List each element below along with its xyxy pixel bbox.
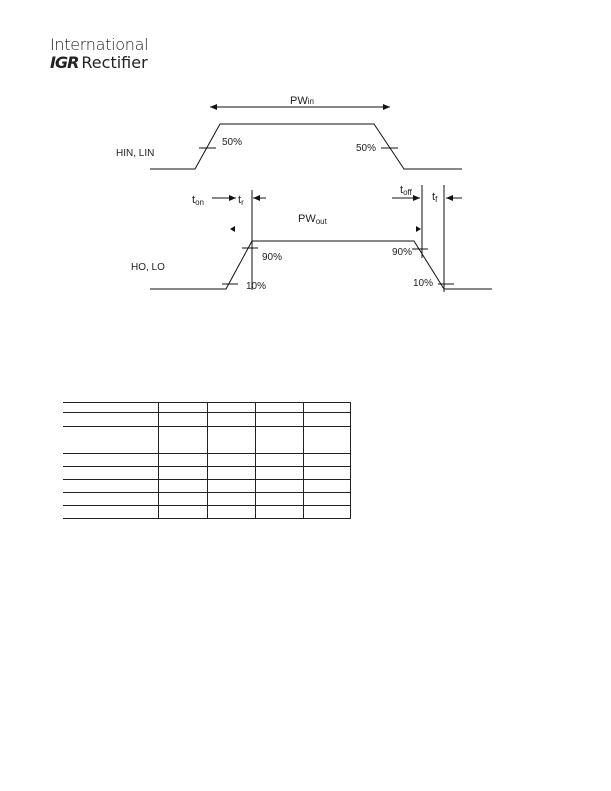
input-signal-label: HIN, LIN xyxy=(116,148,154,159)
pw-in-arrowhead-left xyxy=(210,104,217,110)
input-waveform xyxy=(150,123,462,170)
tf-label: tf xyxy=(432,191,438,204)
toff-label: toff xyxy=(400,184,413,197)
output-fall-90-label: 90% xyxy=(392,247,412,258)
tr-arrowhead xyxy=(253,195,260,201)
ton-label: ton xyxy=(192,194,204,207)
input-rise-50-label: 50% xyxy=(222,137,242,148)
output-fall-10-label: 10% xyxy=(413,278,433,289)
pw-out-arrowhead-right xyxy=(416,226,421,232)
pw-out-arrowhead-left xyxy=(230,226,235,232)
switching-timing-diagram: PWin HIN, LIN 50% 50% ton tr toff tf PWo… xyxy=(116,95,492,292)
output-rise-90-label: 90% xyxy=(262,252,282,263)
pw-in-label: PWin xyxy=(290,95,314,107)
output-rise-10-label: 10% xyxy=(246,281,266,292)
logo-line-rectifier: IGR Rectifier xyxy=(50,54,148,72)
output-signal-label: HO, LO xyxy=(131,262,165,273)
logo-mark-icon: IGR xyxy=(50,53,79,72)
tf-arrowhead xyxy=(446,195,453,201)
ton-arrowhead xyxy=(229,195,236,201)
logo-text-international: International xyxy=(50,35,149,54)
pw-out-label: PWout xyxy=(298,213,328,226)
parameter-table-frame xyxy=(63,402,351,519)
input-fall-50-label: 50% xyxy=(356,143,376,154)
company-logo: International IGR Rectifier xyxy=(50,35,149,72)
pw-in-arrowhead-right xyxy=(383,104,390,110)
output-waveform xyxy=(150,240,492,290)
logo-text-rectifier: Rectifier xyxy=(81,53,148,72)
tr-label: tr xyxy=(238,194,244,207)
toff-arrowhead xyxy=(413,195,420,201)
